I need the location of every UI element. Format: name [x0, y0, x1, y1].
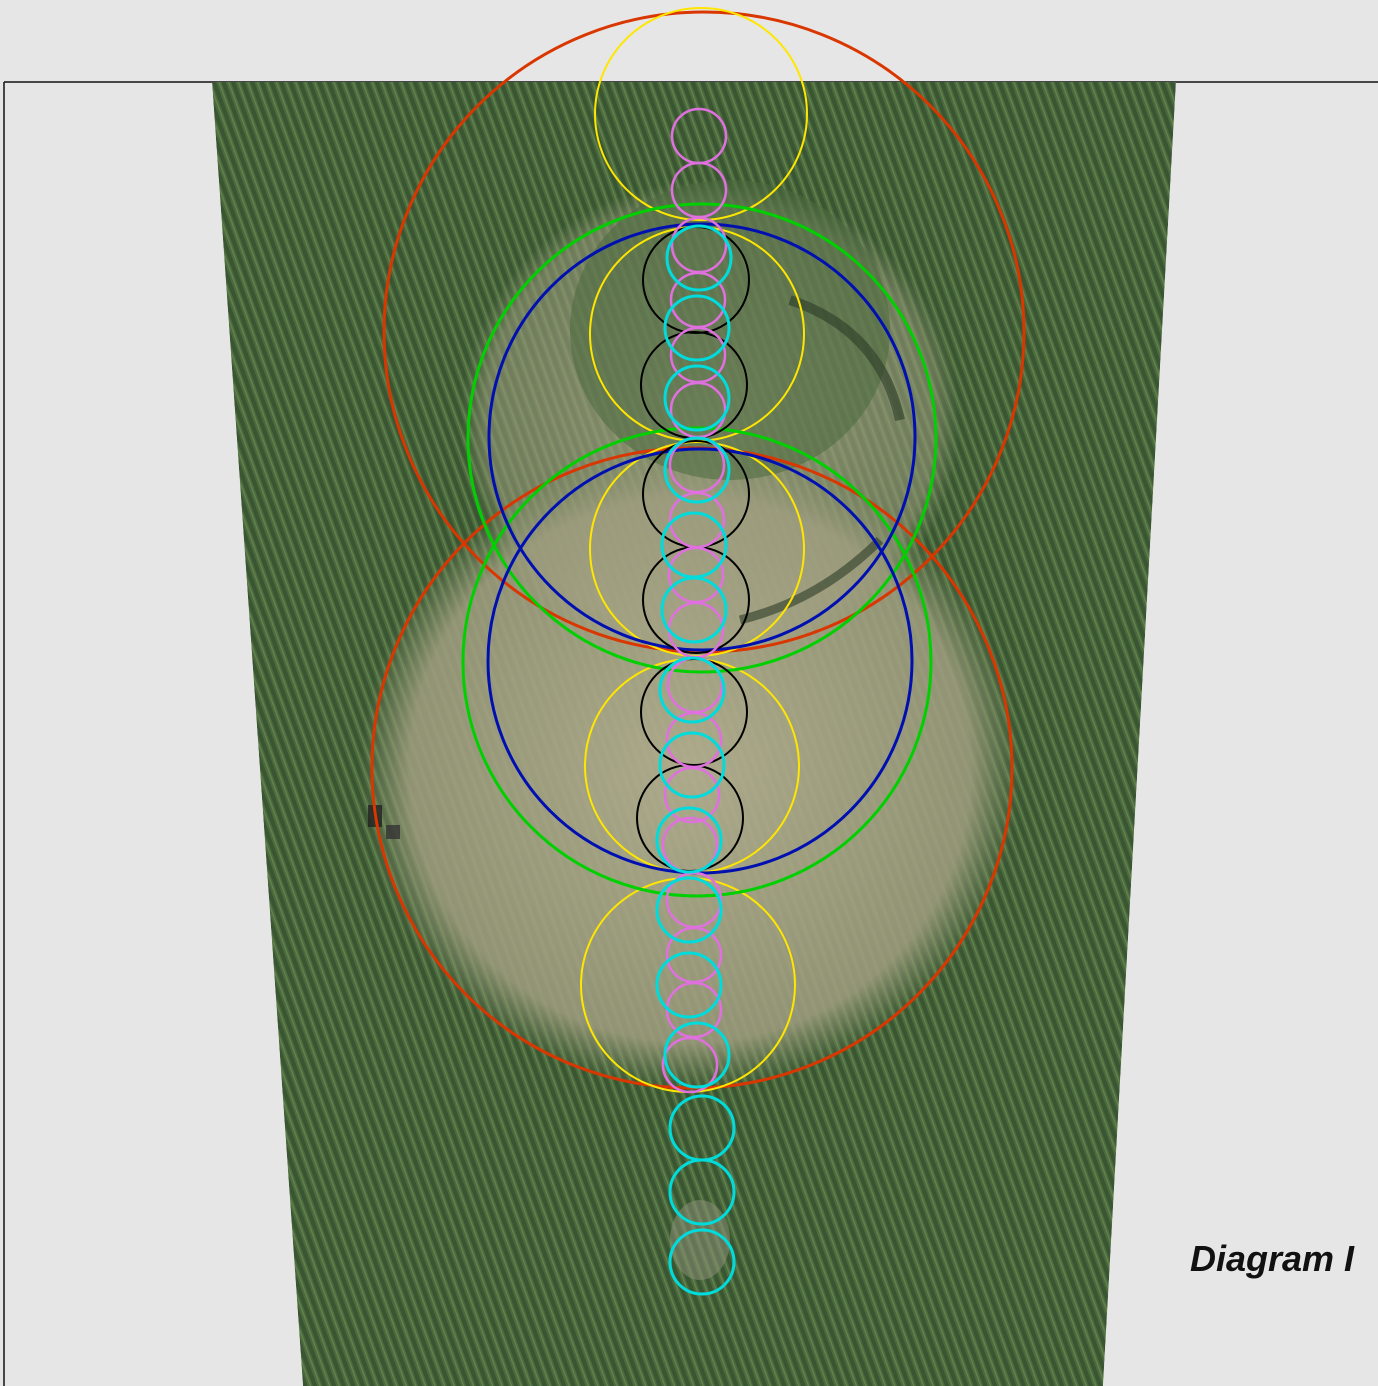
cyan-ring-42: [658, 656, 726, 724]
cyan-ring-47: [663, 1021, 731, 1089]
cyan-ring-44: [655, 806, 723, 874]
diagram-caption: Diagram I: [1190, 1238, 1355, 1279]
cyan-ring-46: [655, 951, 723, 1019]
green-ring-8: [466, 202, 938, 674]
pink-ring-35: [661, 1036, 719, 1094]
cyan-ring-37: [663, 294, 731, 362]
pink-ring-30: [663, 766, 721, 824]
cyan-ring-36: [665, 224, 733, 292]
overlay-circles: [370, 7, 1026, 1296]
blue-ring-10: [487, 222, 917, 652]
green-ring-9: [461, 426, 933, 898]
cyan-ring-39: [663, 436, 731, 504]
cyan-ring-41: [660, 576, 728, 644]
cyan-ring-50: [668, 1228, 736, 1296]
cyan-ring-49: [668, 1158, 736, 1226]
cyan-ring-38: [663, 364, 731, 432]
cyan-ring-43: [658, 731, 726, 799]
yellow-ring-3: [594, 7, 808, 221]
cyan-ring-45: [655, 876, 723, 944]
